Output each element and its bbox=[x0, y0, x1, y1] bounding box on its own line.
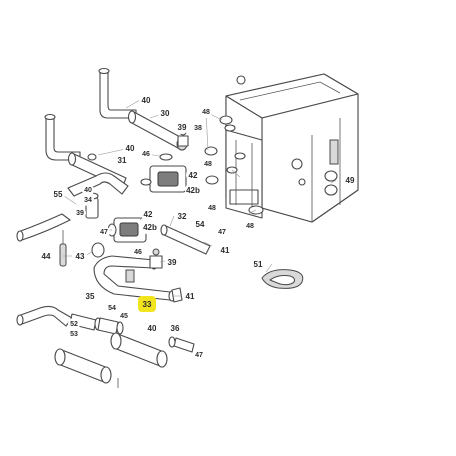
svg-text:47: 47 bbox=[218, 229, 226, 236]
callout-54-mid: 54 bbox=[193, 217, 207, 231]
callout-33-highlight: 33 bbox=[138, 296, 156, 312]
svg-text:32: 32 bbox=[178, 212, 187, 221]
callout-48-upper: 48 bbox=[200, 106, 212, 118]
callout-39-left: 39 bbox=[74, 207, 86, 219]
callout-42b-lower: 42b bbox=[142, 219, 158, 235]
callout-44: 44 bbox=[39, 249, 53, 263]
callout-42-lower: 42 bbox=[141, 207, 155, 221]
svg-text:53: 53 bbox=[70, 331, 78, 338]
fitting-36 bbox=[168, 336, 195, 353]
svg-text:40: 40 bbox=[148, 324, 157, 333]
svg-text:51: 51 bbox=[254, 260, 263, 269]
svg-text:55: 55 bbox=[54, 190, 63, 199]
valve-39-lower bbox=[149, 248, 163, 269]
fitting-41-lower bbox=[171, 287, 183, 303]
callout-35: 35 bbox=[83, 289, 97, 303]
lower-inlet-pipe bbox=[16, 305, 73, 327]
svg-text:33: 33 bbox=[143, 300, 152, 309]
svg-text:42: 42 bbox=[189, 171, 198, 180]
callout-48-lower: 48 bbox=[244, 220, 256, 232]
svg-text:39: 39 bbox=[168, 258, 177, 267]
callout-54-lower: 54 bbox=[106, 302, 118, 314]
svg-text:47: 47 bbox=[100, 229, 108, 236]
pump-upper bbox=[140, 153, 187, 193]
pipe-55 bbox=[16, 213, 71, 242]
callout-43: 43 bbox=[73, 249, 87, 263]
vessel-right bbox=[110, 332, 168, 368]
callout-46-upper: 46 bbox=[140, 148, 152, 160]
callout-34: 34 bbox=[82, 194, 94, 206]
svg-text:45: 45 bbox=[120, 313, 128, 320]
svg-text:44: 44 bbox=[42, 252, 51, 261]
svg-text:54: 54 bbox=[108, 305, 116, 312]
callout-47-lower: 47 bbox=[193, 349, 205, 361]
svg-text:43: 43 bbox=[76, 252, 85, 261]
svg-text:34: 34 bbox=[84, 197, 92, 204]
svg-text:48: 48 bbox=[204, 161, 212, 168]
svg-text:31: 31 bbox=[118, 156, 127, 165]
vessel-left bbox=[54, 348, 119, 388]
tank-frame bbox=[225, 129, 263, 219]
fitting-43 bbox=[91, 242, 105, 258]
fitting-45 bbox=[97, 317, 124, 335]
svg-text:52: 52 bbox=[70, 321, 78, 328]
callout-48-frame: 48 bbox=[206, 202, 218, 214]
sensor-44 bbox=[59, 230, 67, 267]
callout-40-top: 40 bbox=[139, 93, 153, 107]
svg-text:48: 48 bbox=[202, 109, 210, 116]
pipe-33 bbox=[93, 255, 176, 302]
callout-47-mid: 47 bbox=[98, 226, 110, 238]
pump-lower bbox=[107, 217, 147, 243]
callout-41-lower: 41 bbox=[183, 289, 197, 303]
svg-text:40: 40 bbox=[84, 187, 92, 194]
left-bend-pipe bbox=[44, 113, 81, 161]
callout-38: 38 bbox=[192, 122, 204, 134]
svg-text:36: 36 bbox=[171, 324, 180, 333]
svg-text:35: 35 bbox=[86, 292, 95, 301]
callout-31: 31 bbox=[115, 153, 129, 167]
callout-45: 45 bbox=[118, 310, 130, 322]
pipe-32 bbox=[160, 224, 211, 255]
callout-30: 30 bbox=[158, 106, 172, 120]
svg-text:30: 30 bbox=[161, 109, 170, 118]
svg-text:39: 39 bbox=[178, 123, 187, 132]
svg-text:42b: 42b bbox=[186, 186, 200, 195]
svg-text:42: 42 bbox=[144, 210, 153, 219]
callout-39-upper: 39 bbox=[175, 120, 189, 134]
callout-46-lower: 46 bbox=[132, 246, 144, 258]
callout-51: 51 bbox=[251, 257, 265, 271]
svg-text:48: 48 bbox=[208, 205, 216, 212]
callout-40-left: 40 bbox=[82, 184, 94, 196]
callout-48-left: 48 bbox=[202, 158, 214, 170]
callout-32: 32 bbox=[175, 209, 189, 223]
svg-text:47: 47 bbox=[195, 352, 203, 359]
callout-40-mid: 40 bbox=[123, 141, 137, 155]
callout-41-upper: 41 bbox=[218, 243, 232, 257]
svg-text:46: 46 bbox=[142, 151, 150, 158]
hose-coil bbox=[261, 269, 304, 289]
svg-text:54: 54 bbox=[196, 220, 205, 229]
callout-40-lower: 40 bbox=[145, 321, 159, 335]
svg-text:40: 40 bbox=[126, 144, 135, 153]
svg-text:42b: 42b bbox=[143, 223, 157, 232]
svg-text:41: 41 bbox=[221, 246, 230, 255]
svg-text:49: 49 bbox=[346, 176, 355, 185]
callout-42-upper: 42 bbox=[186, 168, 200, 182]
callout-39-lower: 39 bbox=[165, 255, 179, 269]
svg-text:40: 40 bbox=[142, 96, 151, 105]
callout-42b-upper: 42b bbox=[185, 182, 201, 198]
callout-49: 49 bbox=[343, 173, 357, 187]
svg-text:38: 38 bbox=[194, 125, 202, 132]
svg-text:41: 41 bbox=[186, 292, 195, 301]
upper-inlet-pipe bbox=[98, 67, 137, 119]
callout-47-right: 47 bbox=[216, 226, 228, 238]
callout-55: 55 bbox=[51, 187, 65, 201]
callout-52: 52 bbox=[68, 318, 80, 330]
callout-53: 53 bbox=[68, 328, 80, 340]
svg-text:48: 48 bbox=[246, 223, 254, 230]
svg-text:46: 46 bbox=[134, 249, 142, 256]
svg-text:39: 39 bbox=[76, 210, 84, 217]
callout-36: 36 bbox=[168, 321, 182, 335]
